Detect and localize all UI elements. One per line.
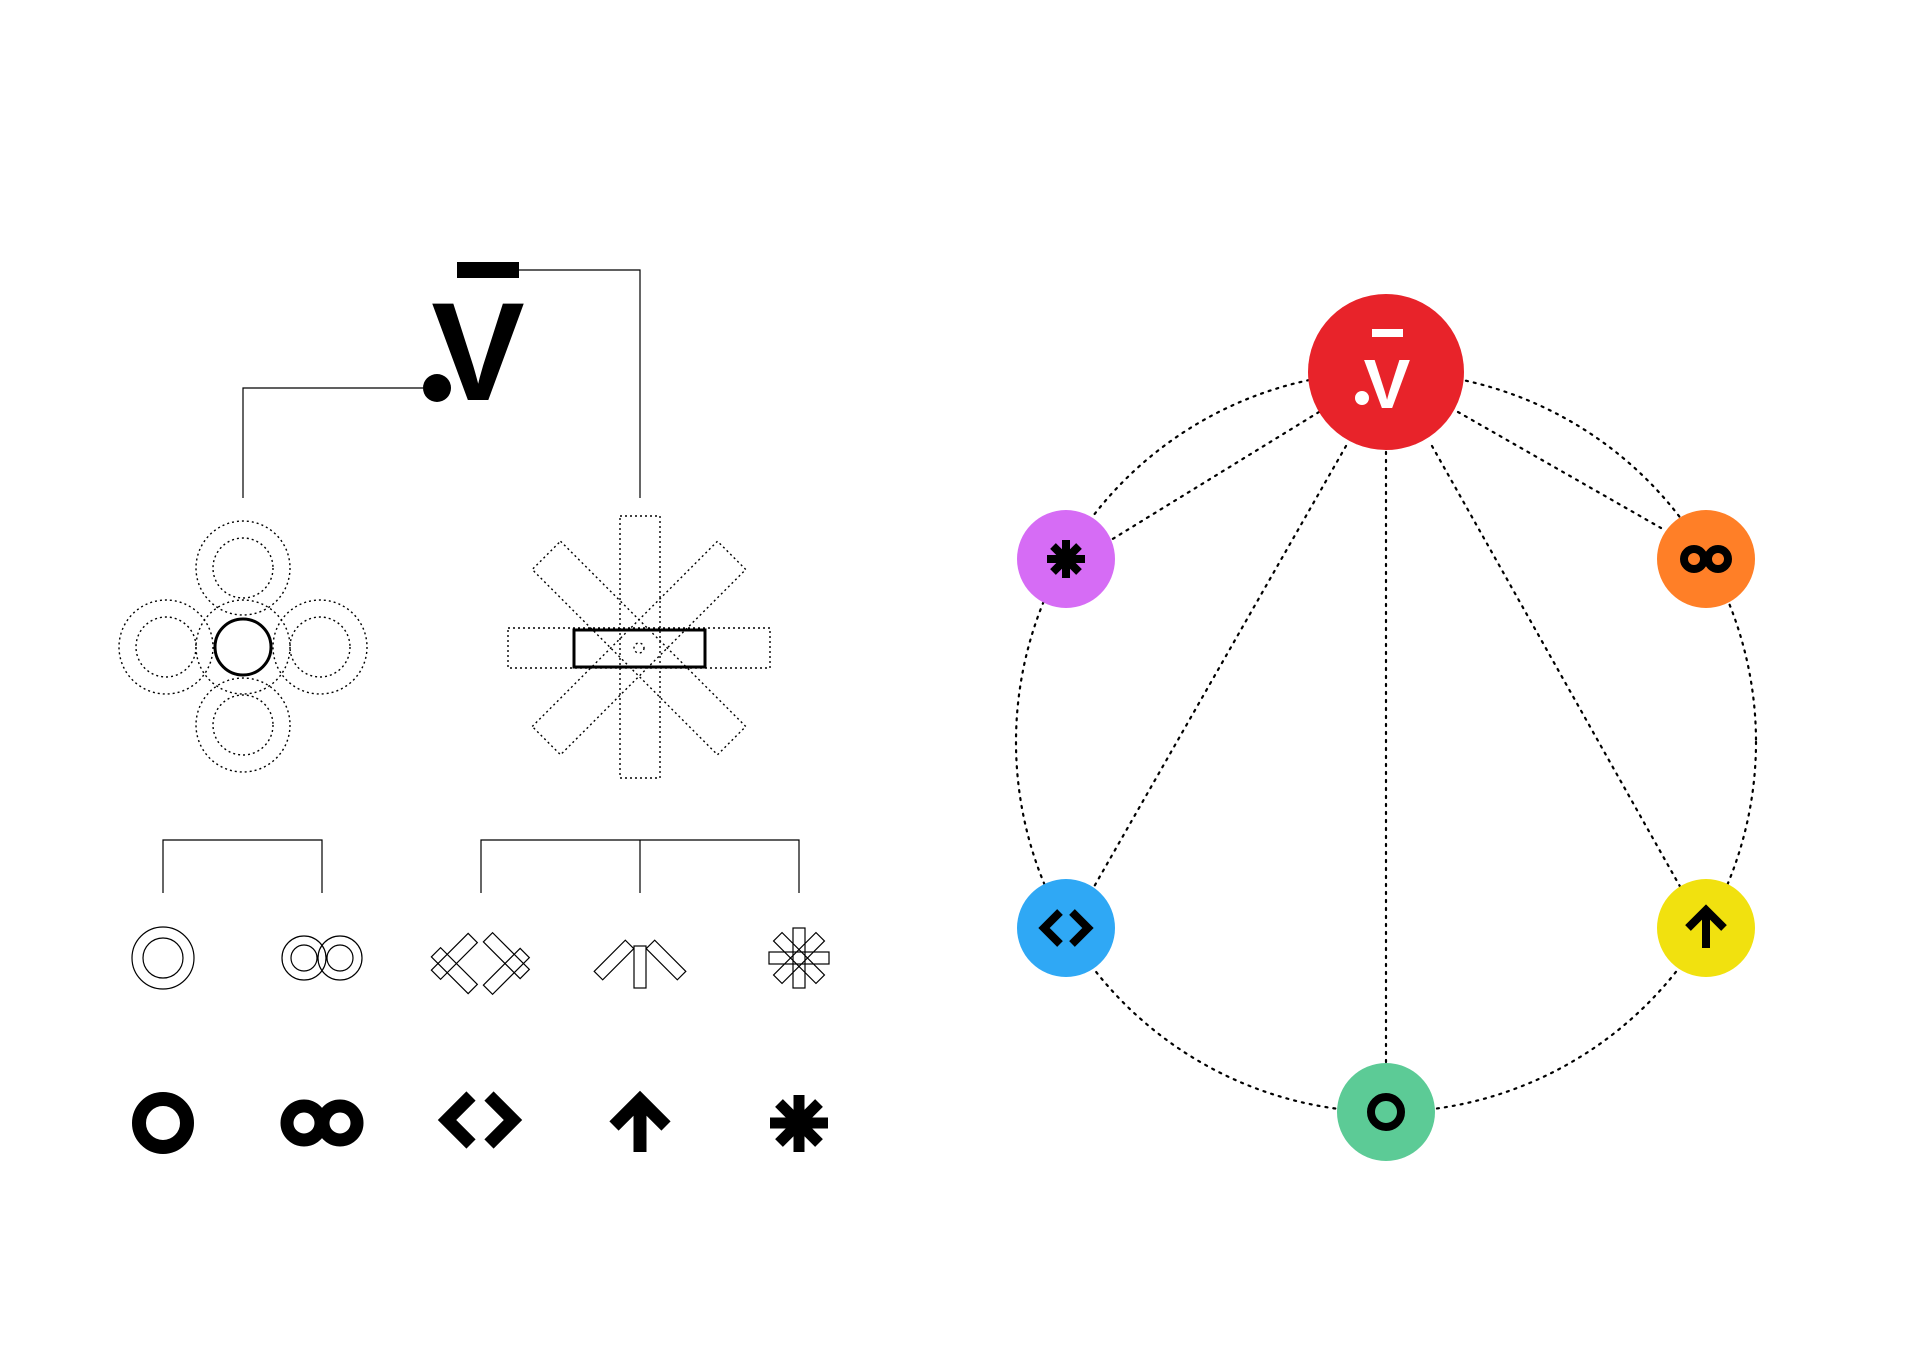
infinity-outline-icon <box>281 935 363 981</box>
code-outline-icon <box>430 931 531 996</box>
ecosystem-ring <box>1014 370 1758 1114</box>
logo-dot <box>423 374 451 402</box>
arrow-up-icon <box>1685 904 1727 948</box>
circle-outline-icon <box>131 926 195 990</box>
hub-logo-dot <box>1355 391 1369 405</box>
code-icon <box>1038 909 1094 947</box>
group-brackets <box>162 839 800 893</box>
asterisk-icon <box>770 1095 828 1152</box>
circle-icon <box>132 1092 194 1154</box>
asterisk-node <box>1017 510 1115 608</box>
hub-node: V <box>1308 294 1464 450</box>
infinity-icon <box>1680 545 1732 573</box>
hub-logo-letter: V <box>1364 345 1411 423</box>
ecosystem-links <box>1089 410 1684 1064</box>
circle-node <box>1337 1063 1435 1161</box>
code-node <box>1017 879 1115 977</box>
asterisk-outline-icon <box>768 927 830 989</box>
logo-connectors <box>242 269 641 498</box>
hub-logo-macron <box>1372 329 1403 337</box>
ecosystem-diagram: V <box>1014 294 1758 1161</box>
asterisk-construction <box>507 515 771 779</box>
asterisk-icon <box>1047 540 1085 578</box>
main-logo: V <box>423 262 525 430</box>
logo-letter: V <box>431 273 524 430</box>
arrow-up-outline-icon <box>593 939 687 989</box>
infinity-icon <box>280 1099 364 1147</box>
circle-icon <box>1367 1093 1405 1131</box>
infinity-node <box>1657 510 1755 608</box>
code-icon <box>437 1091 523 1149</box>
arrow-up-node <box>1657 879 1755 977</box>
arrow-up-icon <box>609 1090 671 1152</box>
logo-macron <box>457 262 519 278</box>
circles-construction <box>118 520 368 773</box>
